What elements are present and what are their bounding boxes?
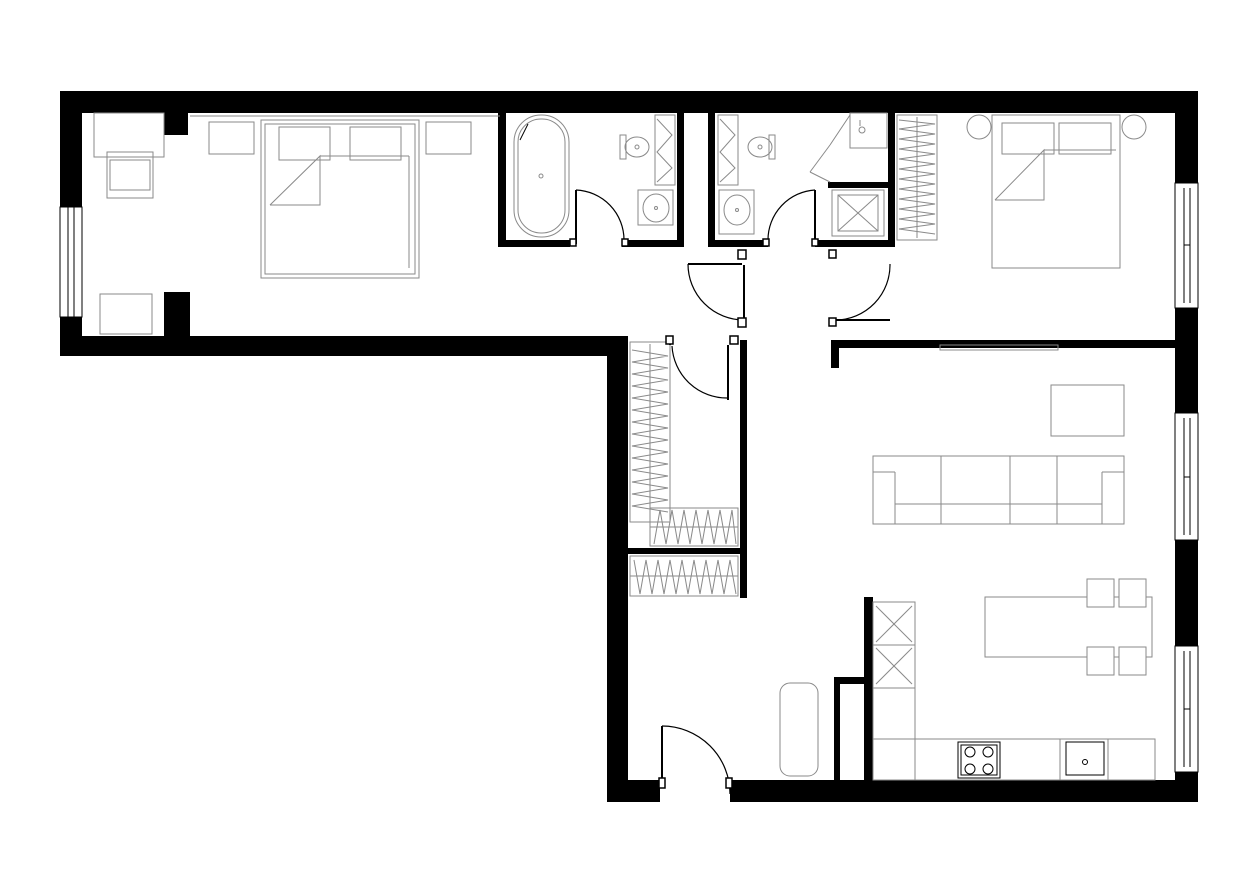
- door-swing-icon: [665, 335, 739, 400]
- nightstand: [1121, 114, 1147, 140]
- shower: [654, 114, 676, 186]
- chair: [106, 151, 154, 199]
- sink-icon: [1065, 741, 1105, 776]
- nightstand: [208, 121, 255, 155]
- bathtub-icon: [513, 114, 570, 238]
- bedroom-1: [93, 112, 472, 335]
- door-swing-icon: [762, 189, 819, 247]
- tall-cabinets: [872, 601, 916, 781]
- door-swing-icon: [658, 725, 733, 795]
- kitchen-counter: [872, 738, 1156, 781]
- window-icon: [1174, 645, 1199, 773]
- bed-icon: [991, 114, 1121, 269]
- walls: [60, 91, 1198, 802]
- nightstand: [966, 114, 992, 140]
- washing-machine: [831, 189, 885, 237]
- hall-wardrobe: [629, 555, 739, 597]
- shower: [717, 114, 739, 186]
- toilet-icon: [747, 134, 776, 160]
- hob-icon: [957, 741, 1001, 779]
- wardrobe: [896, 114, 938, 241]
- door-swing-icon: [569, 189, 629, 247]
- window-icon: [1174, 182, 1199, 309]
- living-kitchen: [872, 384, 1156, 781]
- bedroom-2: [828, 114, 1147, 351]
- sink-icon: [718, 189, 755, 235]
- walk-in-closet: [629, 335, 739, 547]
- window-icon: [59, 206, 83, 318]
- hall: [629, 555, 819, 795]
- bed-icon: [260, 119, 420, 279]
- closet-rail: [629, 341, 739, 547]
- door-swing-icon: [687, 249, 747, 328]
- desk: [93, 112, 165, 158]
- bench: [779, 682, 819, 777]
- toilet-icon: [619, 134, 650, 160]
- armchair: [99, 293, 153, 335]
- dining-table: [984, 578, 1153, 676]
- laundry: [809, 112, 888, 237]
- tv-unit: [1050, 384, 1125, 437]
- window-icon: [1174, 412, 1199, 541]
- wc: [717, 114, 819, 247]
- bathroom: [513, 114, 676, 247]
- nightstand: [425, 121, 472, 155]
- door-swing-icon: [828, 249, 891, 327]
- windows: [59, 115, 1199, 773]
- sofa-icon: [872, 455, 1125, 525]
- sink-icon: [637, 189, 674, 226]
